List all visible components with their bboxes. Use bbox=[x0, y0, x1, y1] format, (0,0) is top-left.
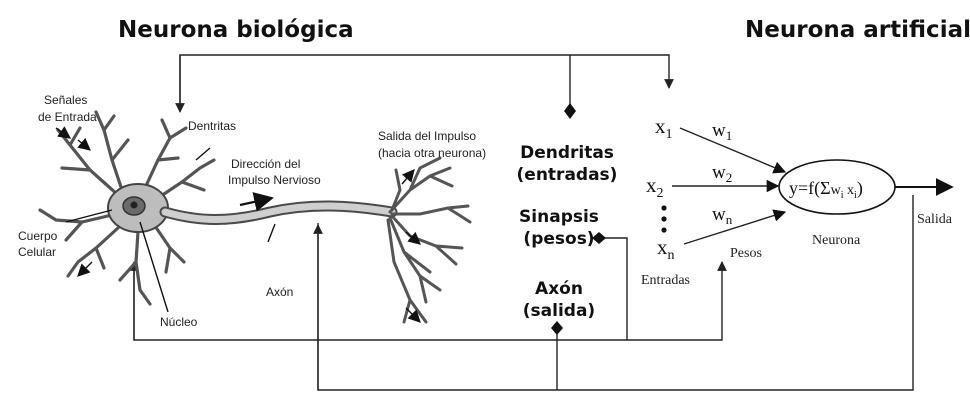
label-nucleo: Núcleo bbox=[160, 315, 198, 329]
label-pesos: Pesos bbox=[730, 246, 762, 261]
connector-dendritas-diamond bbox=[564, 103, 576, 119]
label-direccion-line2: Impulso Nervioso bbox=[228, 173, 321, 187]
input-x2: x2 bbox=[646, 173, 664, 201]
weight-arrow-1 bbox=[679, 127, 787, 174]
input-ellipsis-dots bbox=[661, 205, 667, 233]
label-cuerpo-line1: Cuerpo bbox=[18, 229, 58, 243]
label-dentritas: Dentritas bbox=[188, 119, 236, 133]
axon-terminals bbox=[386, 156, 472, 324]
mapping-dendritas-line1: Dendritas bbox=[520, 143, 614, 163]
connector-salida-diamond bbox=[551, 321, 563, 335]
label-cuerpo-line2: Celular bbox=[18, 245, 56, 259]
connector-sinapsis-diamond bbox=[592, 232, 606, 244]
mapping-sinapsis-line1: Sinapsis bbox=[519, 207, 599, 227]
mapping-dendritas-line2: (entradas) bbox=[517, 165, 618, 185]
label-axon: Axón bbox=[266, 285, 293, 299]
weight-wn: wn bbox=[712, 204, 733, 227]
artificial-neuron: x1 x2 xn w1 w2 wn y=f(Σwi xi) Entradas P… bbox=[641, 114, 954, 288]
weight-w2: w2 bbox=[712, 162, 732, 185]
label-senales-line1: Señales bbox=[44, 93, 87, 107]
connector-sinapsis bbox=[592, 232, 628, 340]
title-artificial-neuron: Neurona artificial bbox=[745, 17, 970, 43]
weight-arrow-n bbox=[683, 209, 787, 245]
neuron-formula: y=f(Σwi xi) bbox=[789, 178, 863, 201]
connector-sinapsis-path bbox=[600, 237, 628, 340]
connector-axon-top-path bbox=[133, 261, 727, 341]
label-neurona: Neurona bbox=[812, 233, 861, 248]
label-senales-line2: de Entrada bbox=[38, 110, 97, 124]
label-salida-impulso-line1: Salida del Impulso bbox=[378, 129, 476, 143]
mapping-axon-line1: Axón bbox=[535, 279, 583, 299]
title-biological-neuron: Neurona biológica bbox=[118, 17, 354, 43]
connector-axon-top bbox=[129, 261, 727, 341]
label-salida: Salida bbox=[917, 212, 953, 227]
label-direccion-line1: Dirección del bbox=[231, 157, 300, 171]
connector-dendritas bbox=[175, 54, 674, 119]
input-xn: xn bbox=[657, 235, 675, 263]
connector-salida bbox=[313, 195, 914, 391]
biological-pointers bbox=[55, 126, 421, 323]
mapping-sinapsis-line2: (pesos) bbox=[523, 229, 594, 249]
mapping-axon-line2: (salida) bbox=[523, 301, 595, 321]
weight-w1: w1 bbox=[712, 120, 732, 143]
biological-neuron-illustration bbox=[38, 110, 472, 324]
nucleolus bbox=[130, 201, 138, 209]
label-entradas: Entradas bbox=[641, 273, 690, 288]
label-salida-impulso-line2: (hacia otra neurona) bbox=[378, 146, 486, 160]
input-x1: x1 bbox=[655, 114, 673, 142]
axon-body-inner bbox=[161, 202, 396, 223]
connector-dendritas-path bbox=[179, 54, 674, 110]
dendrite-branches bbox=[38, 110, 216, 306]
